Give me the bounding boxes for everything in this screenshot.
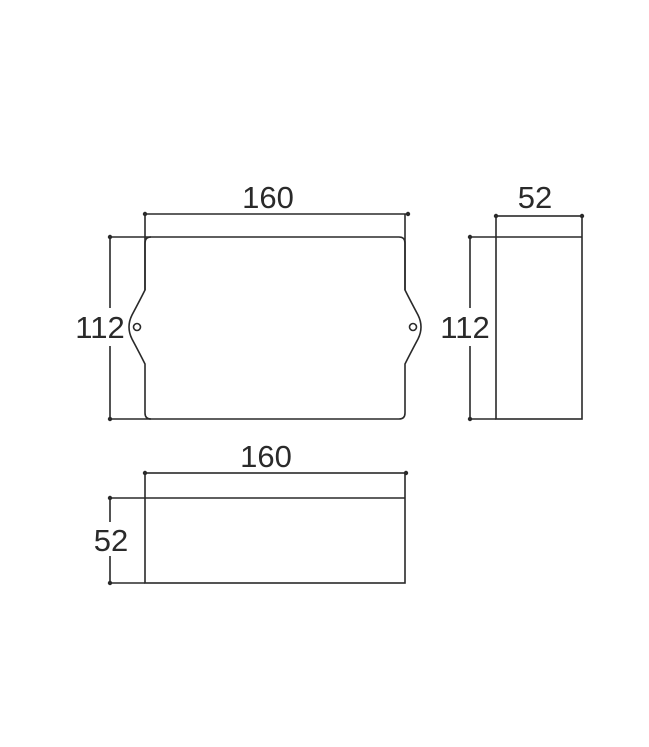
front-width-label: 160: [242, 180, 294, 215]
side-depth-label: 52: [518, 180, 552, 215]
dimension-dot: [493, 213, 499, 219]
bottom-view: 160 52: [94, 439, 409, 586]
dimension-dot: [403, 470, 409, 476]
bottom-view-outline: [144, 472, 406, 584]
dimension-dot: [107, 580, 113, 586]
dimension-dot: [107, 234, 113, 240]
dimension-dot: [467, 416, 473, 422]
dimension-dot: [142, 470, 148, 476]
side-view-outline: [495, 215, 583, 420]
dimension-dot: [467, 234, 473, 240]
dimension-dot: [107, 495, 113, 501]
front-view-outline: [128, 236, 422, 420]
front-height-label: 112: [75, 310, 124, 345]
dimension-dot: [107, 416, 113, 422]
bottom-width-label: 160: [240, 439, 292, 474]
mounting-hole-right: [408, 322, 418, 332]
dimension-dot: [579, 213, 585, 219]
side-view: 52 112: [440, 180, 585, 422]
bottom-depth-label: 52: [94, 523, 128, 558]
mounting-hole-left: [132, 322, 142, 332]
side-height-label: 112: [440, 310, 489, 345]
front-view: 160 112: [75, 180, 422, 422]
dimension-dot: [142, 211, 148, 217]
dimension-dot: [405, 211, 411, 217]
